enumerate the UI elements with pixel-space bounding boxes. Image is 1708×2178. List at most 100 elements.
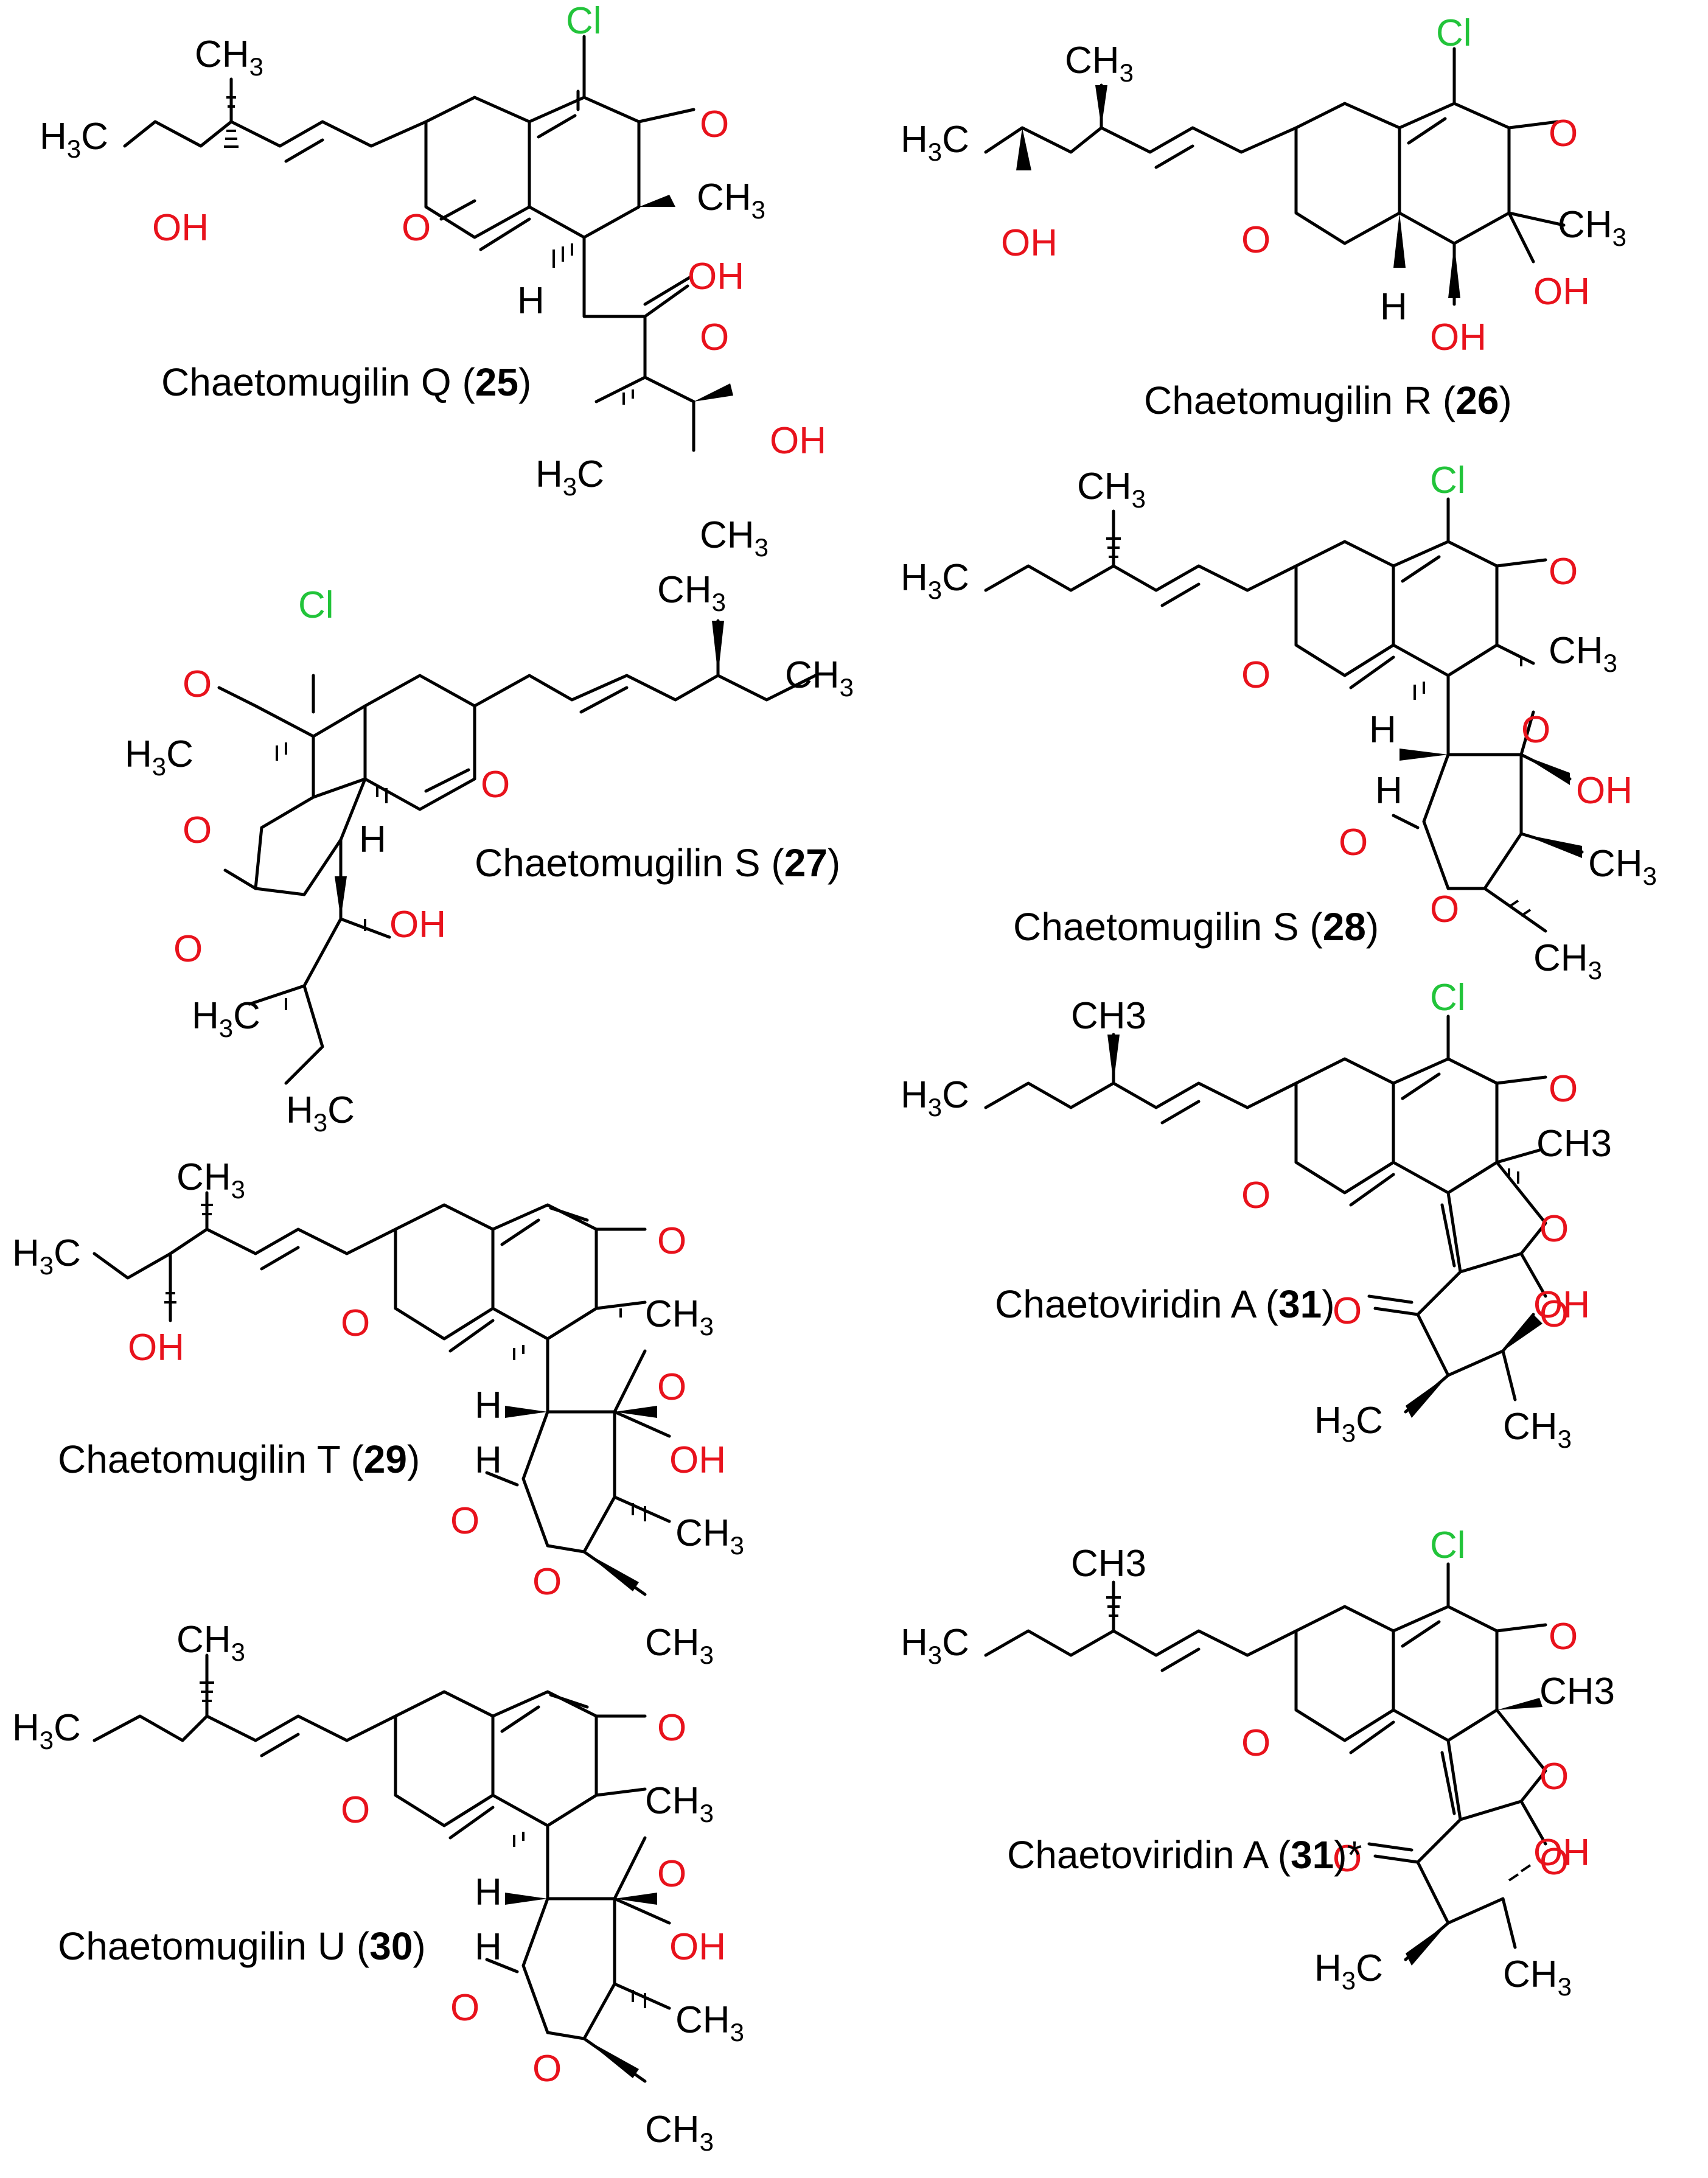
hydrogen-label: H xyxy=(359,818,386,860)
ketone-oxygen-label: O xyxy=(183,663,212,705)
hash-bonds xyxy=(224,96,634,405)
hydrogen-label: H xyxy=(517,280,545,322)
ketone-oxygen-label: O xyxy=(1333,1290,1362,1332)
wedge-bond xyxy=(584,1552,639,1591)
methyl-label: CH3 xyxy=(1536,1123,1612,1165)
bond-lines xyxy=(123,35,695,452)
structure-31: H3C CH3 O Cl O CH3 O O O OH H3C CH3 Chae… xyxy=(901,977,1612,1453)
hydrogen-label: H xyxy=(1380,286,1407,328)
lactone-oxygen-label: O xyxy=(532,2048,562,2090)
hydroxyl-label: OH xyxy=(1001,222,1058,264)
svg-text:CH3: CH3 xyxy=(1503,1953,1572,2001)
wedge-bond xyxy=(1107,1035,1120,1083)
wedge-bond xyxy=(712,621,724,675)
hash-bonds xyxy=(164,1204,646,1521)
wedge-bond xyxy=(1521,755,1570,785)
svg-text:CH3: CH3 xyxy=(645,1293,714,1341)
chlorine-label: Cl xyxy=(1430,977,1466,1019)
svg-text:CH3: CH3 xyxy=(1533,937,1602,985)
wedge-bond xyxy=(505,1406,548,1418)
svg-text:H3C: H3C xyxy=(12,1232,81,1280)
ketone-oxygen-label: O xyxy=(657,1707,686,1749)
wedge-bond xyxy=(1400,749,1448,761)
wedge-bond xyxy=(615,1406,657,1418)
chlorine-label: Cl xyxy=(298,584,334,626)
lactone-carbonyl-label: O xyxy=(1539,1293,1569,1335)
wedge-bond xyxy=(639,195,675,207)
hydroxyl-label: OH xyxy=(1533,271,1590,313)
structure-28: H3C CH3 O Cl O CH3 O H H OH O CH3 O CH3 … xyxy=(901,459,1657,985)
lactone-oxygen-label: O xyxy=(1539,1208,1569,1250)
structure-26: H3C CH3 OH O Cl O CH3 OH H OH Chaetomugi… xyxy=(901,12,1626,422)
wedge-bond xyxy=(1497,1698,1542,1710)
svg-text:H3C: H3C xyxy=(535,453,604,501)
atom-labels: H3C CH3 O Cl O CH3 O O O OH H3C CH3 xyxy=(901,1524,1615,2001)
hydrogen-label: H xyxy=(1375,770,1403,812)
methyl-label: CH3 xyxy=(1071,995,1146,1037)
furan-oxygen-label: O xyxy=(657,1853,686,1895)
lactone-oxygen-label: O xyxy=(183,809,212,851)
lactone-oxygen-label: O xyxy=(1539,1756,1569,1798)
svg-text:H3C: H3C xyxy=(40,116,108,163)
ketone-oxygen-label: O xyxy=(1549,1068,1578,1110)
svg-text:H3C: H3C xyxy=(901,119,969,166)
hydroxyl-label: OH xyxy=(389,904,446,946)
svg-text:H3C: H3C xyxy=(901,1622,969,1669)
svg-text:H3C: H3C xyxy=(901,557,969,604)
ketone-oxygen-label: O xyxy=(1549,113,1578,155)
wedge-bond xyxy=(1095,85,1107,128)
wedge-bond xyxy=(1406,1923,1448,1966)
lactone-carbonyl-label: O xyxy=(1539,1841,1569,1883)
chlorine-label: Cl xyxy=(1430,1524,1466,1566)
furan-oxygen-label: O xyxy=(1521,709,1550,751)
atom-labels: H3C CH3 OH O O CH3 O H H OH O CH3 O CH3 xyxy=(12,1156,744,1669)
pyran-oxygen-label: O xyxy=(1241,219,1271,261)
svg-text:CH3: CH3 xyxy=(700,514,769,562)
ketone-oxygen-label: O xyxy=(1549,551,1578,593)
svg-text:CH3: CH3 xyxy=(176,1156,245,1204)
wedge-bond xyxy=(505,1893,548,1905)
methyl-label: CH3 xyxy=(1071,1543,1146,1585)
hydrogen-label: H xyxy=(475,1926,502,1968)
hydroxyl-label: OH xyxy=(1430,316,1487,358)
svg-text:CH3: CH3 xyxy=(657,569,726,616)
svg-text:CH3: CH3 xyxy=(195,33,263,81)
wedge-bond xyxy=(584,2039,639,2078)
chlorine-label: Cl xyxy=(1436,12,1472,54)
methyl-label: CH3 xyxy=(1539,1670,1615,1712)
ketone-oxygen-label: O xyxy=(700,316,729,358)
pyran-oxygen-label: O xyxy=(1241,1175,1271,1216)
hash-bonds xyxy=(200,1681,646,2008)
wedge-bond xyxy=(1393,213,1406,268)
atom-labels: H3C CH3 O Cl O CH3 O O O OH H3C CH3 xyxy=(901,977,1612,1453)
hydrogen-label: H xyxy=(1369,709,1396,751)
wedge-bond xyxy=(1406,1375,1448,1418)
compound-caption: Chaetomugilin S (27) xyxy=(475,841,840,885)
wedge-bond xyxy=(1521,834,1582,858)
hydroxyl-label: OH xyxy=(669,1439,726,1481)
lactone-carbonyl-label: O xyxy=(450,1987,479,2029)
pyran-oxygen-label: O xyxy=(1241,654,1271,696)
pyran-oxygen-label: O xyxy=(341,1302,370,1344)
structure-29: H3C CH3 OH O O CH3 O H H OH O CH3 O CH3 … xyxy=(12,1156,744,1669)
svg-text:CH3: CH3 xyxy=(675,1999,744,2047)
hydrogen-label: H xyxy=(475,1439,502,1481)
hydroxyl-label: OH xyxy=(688,256,744,298)
atom-labels: H3C CH3 OH O Cl O CH3 OH H O OH H3C CH3 xyxy=(40,0,826,562)
structure-25: H3C CH3 OH O Cl O CH3 OH H O OH H3C CH3 … xyxy=(40,0,826,562)
hydroxyl-label: OH xyxy=(770,420,826,462)
svg-text:H3C: H3C xyxy=(12,1707,81,1754)
hydrogen-label: H xyxy=(475,1384,502,1426)
pyran-oxygen-label: O xyxy=(341,1789,370,1831)
lactone-carbonyl-label: O xyxy=(1339,822,1368,864)
hash-bonds xyxy=(1106,537,1532,917)
svg-text:H3C: H3C xyxy=(1314,1947,1383,1995)
hydroxyl-label: OH xyxy=(1533,1284,1590,1326)
pyran-oxygen-label: O xyxy=(481,764,510,806)
svg-text:CH3: CH3 xyxy=(785,654,854,702)
atom-labels: H3C CH3 OH O Cl O CH3 OH H OH xyxy=(901,12,1626,358)
wedge-bond xyxy=(694,383,733,402)
wedge-bond xyxy=(1503,1314,1542,1351)
svg-text:CH3: CH3 xyxy=(645,2109,714,2156)
